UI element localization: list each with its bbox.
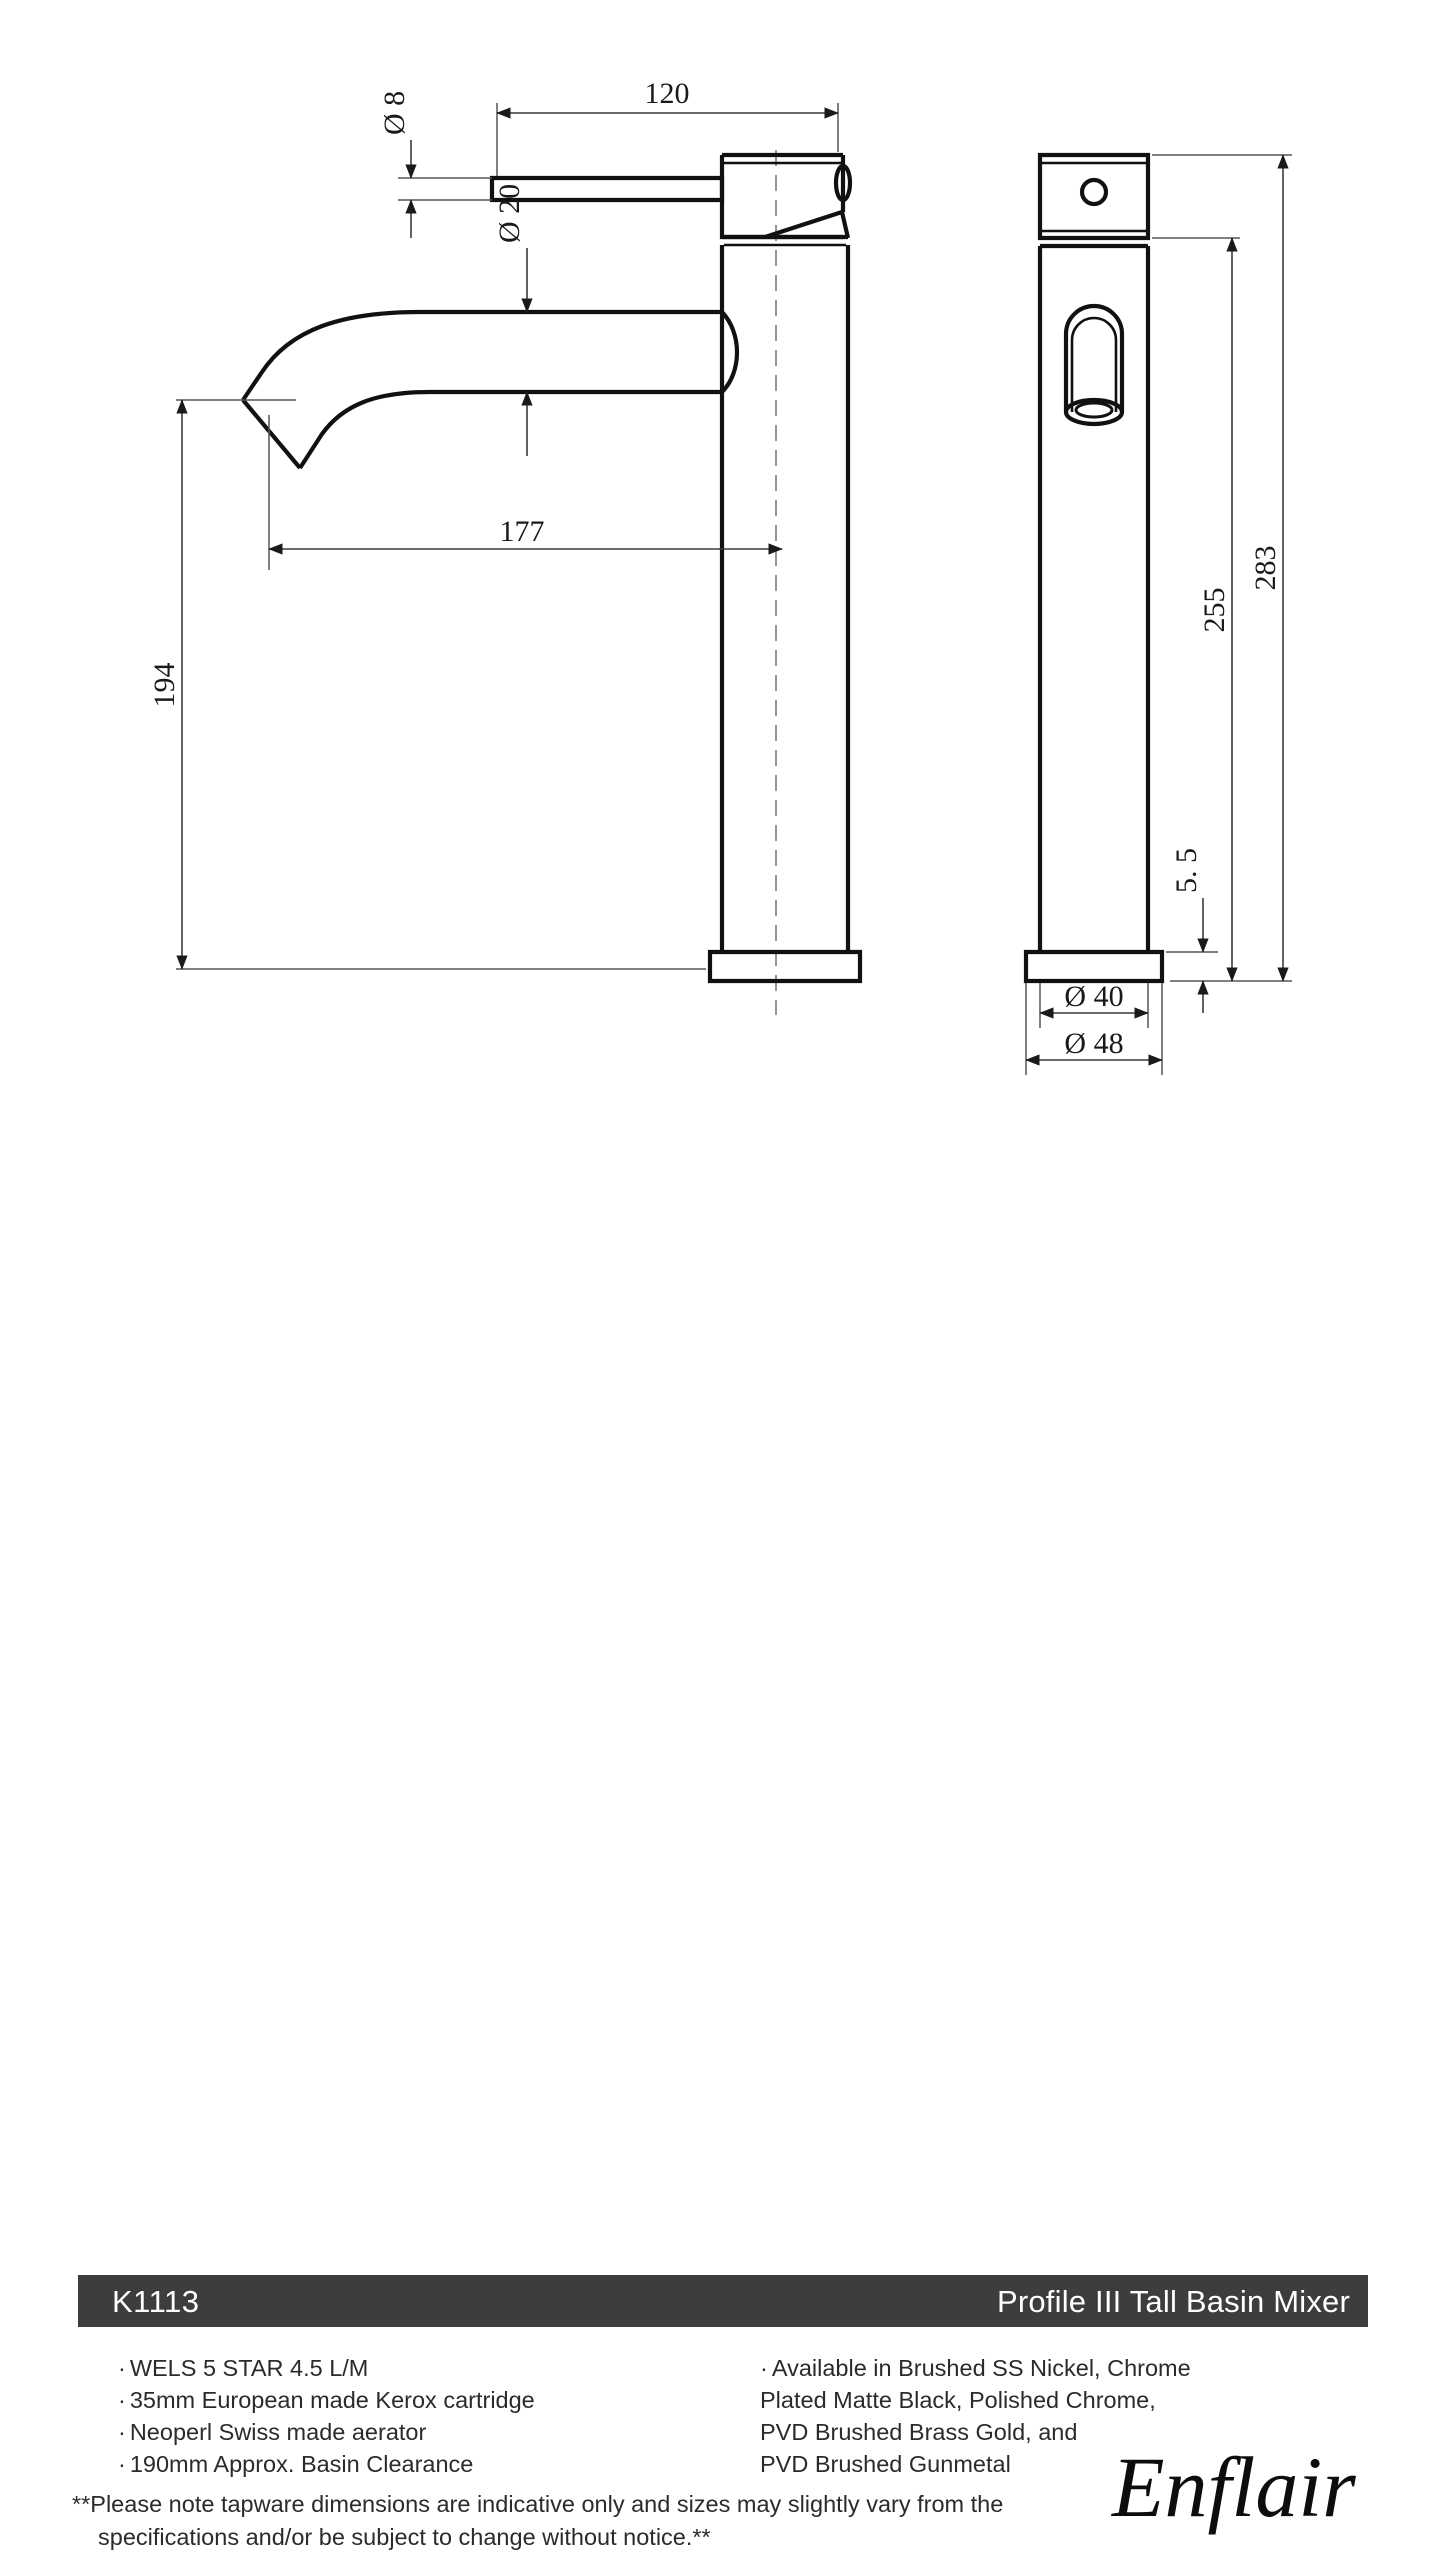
dimension-d55: 5. 5: [1166, 848, 1218, 1013]
base-flange-side: [707, 949, 863, 984]
spec-text: 190mm Approx. Basin Clearance: [129, 2451, 474, 2477]
dimension-label-d194: 194: [148, 663, 181, 708]
technical-drawing: .obj { fill:none; stroke:#111111; stroke…: [148, 77, 1292, 1075]
dimension-label-d255: 255: [1198, 588, 1231, 633]
dimension-d8: Ø 8: [378, 91, 492, 238]
dimension-d40: Ø 40: [1039, 980, 1149, 1028]
spout: [241, 309, 740, 470]
bullet-icon: ·: [118, 2355, 126, 2381]
spec-item: ·190mm Approx. Basin Clearance: [118, 2448, 758, 2480]
handle-detent-nub: [833, 163, 853, 203]
dimension-label-d20: Ø 20: [493, 184, 526, 243]
bullet-icon: ·: [118, 2451, 126, 2477]
body-tube: [719, 245, 851, 952]
front-handle-pin-hole: [1079, 177, 1109, 207]
product-name: Profile III Tall Basin Mixer: [996, 2283, 1350, 2319]
disclaimer-line-2: specifications and/or be subject to chan…: [98, 2524, 711, 2550]
bullet-icon: ·: [760, 2355, 768, 2381]
brand-logo-text: Enflair: [1110, 2439, 1356, 2535]
spec-text: Available in Brushed SS Nickel, Chrome: [771, 2355, 1191, 2381]
dimension-d20: Ø 20: [493, 184, 533, 456]
footer-block: K1113 Profile III Tall Basin Mixer ·WELS…: [0, 1130, 1445, 2550]
spec-item: ·WELS 5 STAR 4.5 L/M: [118, 2352, 758, 2384]
dimension-label-d8: Ø 8: [378, 91, 411, 135]
dimension-d255: 255: [1152, 237, 1240, 982]
bullet-icon: ·: [118, 2387, 126, 2413]
spec-text: 35mm European made Kerox cartridge: [129, 2387, 535, 2413]
dimension-d120: 120: [496, 77, 839, 176]
spec-text: Neoperl Swiss made aerator: [129, 2419, 427, 2445]
disclaimer-line-1: **Please note tapware dimensions are ind…: [72, 2491, 1004, 2517]
handle-lever: [489, 175, 725, 203]
title-bar: K1113 Profile III Tall Basin Mixer: [78, 2275, 1368, 2327]
dimension-label-d120: 120: [645, 77, 690, 110]
spec-list-left: ·WELS 5 STAR 4.5 L/M ·35mm European made…: [118, 2352, 758, 2480]
product-code: K1113: [112, 2283, 200, 2319]
dimension-d283: 283: [1152, 154, 1292, 982]
aerator-outer-ring: [1063, 397, 1125, 427]
dimension-d194: 194: [148, 399, 706, 970]
dimension-d177: 177: [268, 415, 783, 570]
spec-item: ·Available in Brushed SS Nickel, Chrome: [760, 2352, 1230, 2384]
spec-item-continuation: Plated Matte Black, Polished Chrome,: [760, 2387, 1156, 2413]
front-spout-outlet: [1063, 303, 1125, 427]
front-body-tube: [1037, 243, 1151, 952]
disclaimer-note: **Please note tapware dimensions are ind…: [72, 2488, 1102, 2554]
front-handle-cap: [1037, 152, 1151, 241]
spec-text: WELS 5 STAR 4.5 L/M: [129, 2355, 369, 2381]
dimension-label-d177: 177: [500, 515, 545, 548]
drawing-sheet: .obj { fill:none; stroke:#111111; stroke…: [0, 77, 1445, 2550]
handle-cap: [719, 152, 853, 247]
dimension-label-d40: Ø 40: [1064, 980, 1123, 1013]
aerator-inner-ring: [1074, 401, 1114, 419]
spec-item: ·Neoperl Swiss made aerator: [118, 2416, 758, 2448]
brand-logo: Enflair: [1110, 2439, 1356, 2535]
dimension-label-d48: Ø 48: [1064, 1027, 1123, 1060]
spec-item: ·35mm European made Kerox cartridge: [118, 2384, 758, 2416]
dimension-label-d55: 5. 5: [1170, 848, 1203, 893]
dimension-label-d283: 283: [1249, 546, 1282, 591]
front-base-flange: [1023, 949, 1165, 984]
bullet-icon: ·: [118, 2419, 126, 2445]
dimension-d48: Ø 48: [1025, 983, 1163, 1075]
